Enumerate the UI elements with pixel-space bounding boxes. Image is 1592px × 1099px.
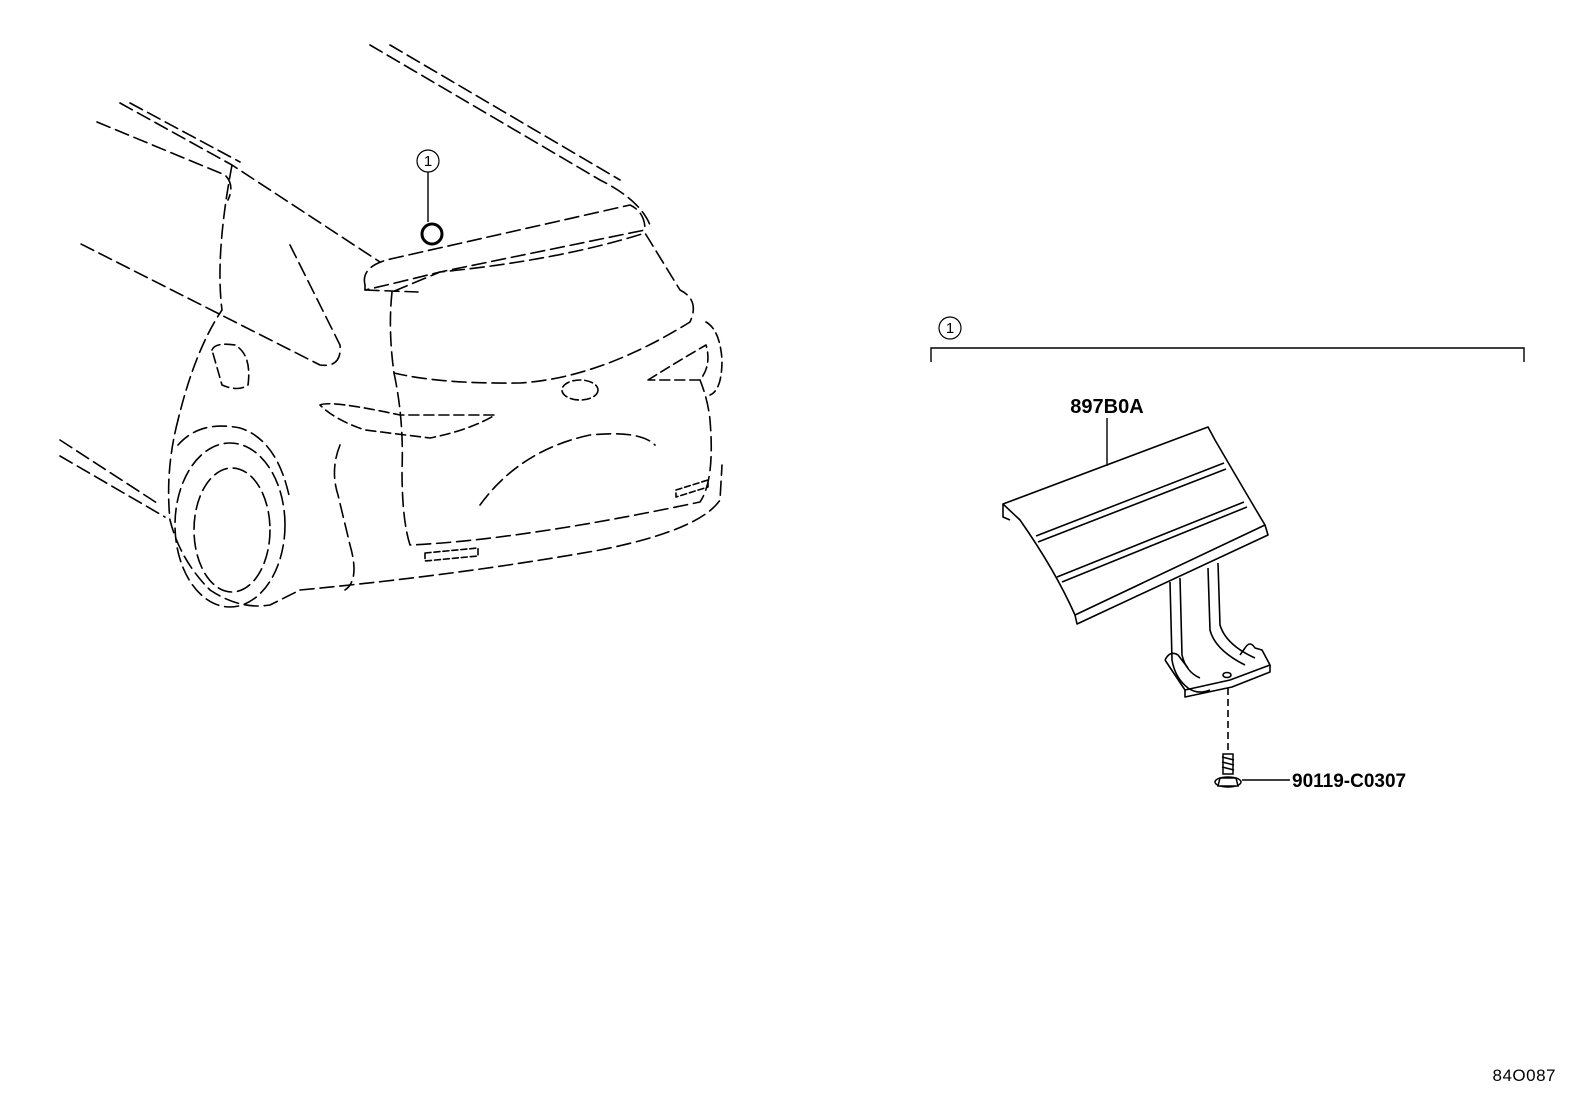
assembly-bracket: 1 xyxy=(930,316,1525,362)
vehicle-callout-number: 1 xyxy=(424,153,432,170)
antenna-part-illustration xyxy=(1002,426,1271,698)
antenna-part-number: 897B0A xyxy=(1070,396,1143,418)
antenna-location-marker xyxy=(420,222,444,246)
vehicle-illustration xyxy=(59,44,723,608)
bolt-icon xyxy=(1214,753,1242,788)
bolt-part-number: 90119-C0307 xyxy=(1292,771,1406,792)
assembly-callout-number: 1 xyxy=(946,320,954,337)
vehicle-antenna-callout: 1 xyxy=(416,149,444,246)
diagram-reference-code: 84O087 xyxy=(1493,1066,1557,1085)
